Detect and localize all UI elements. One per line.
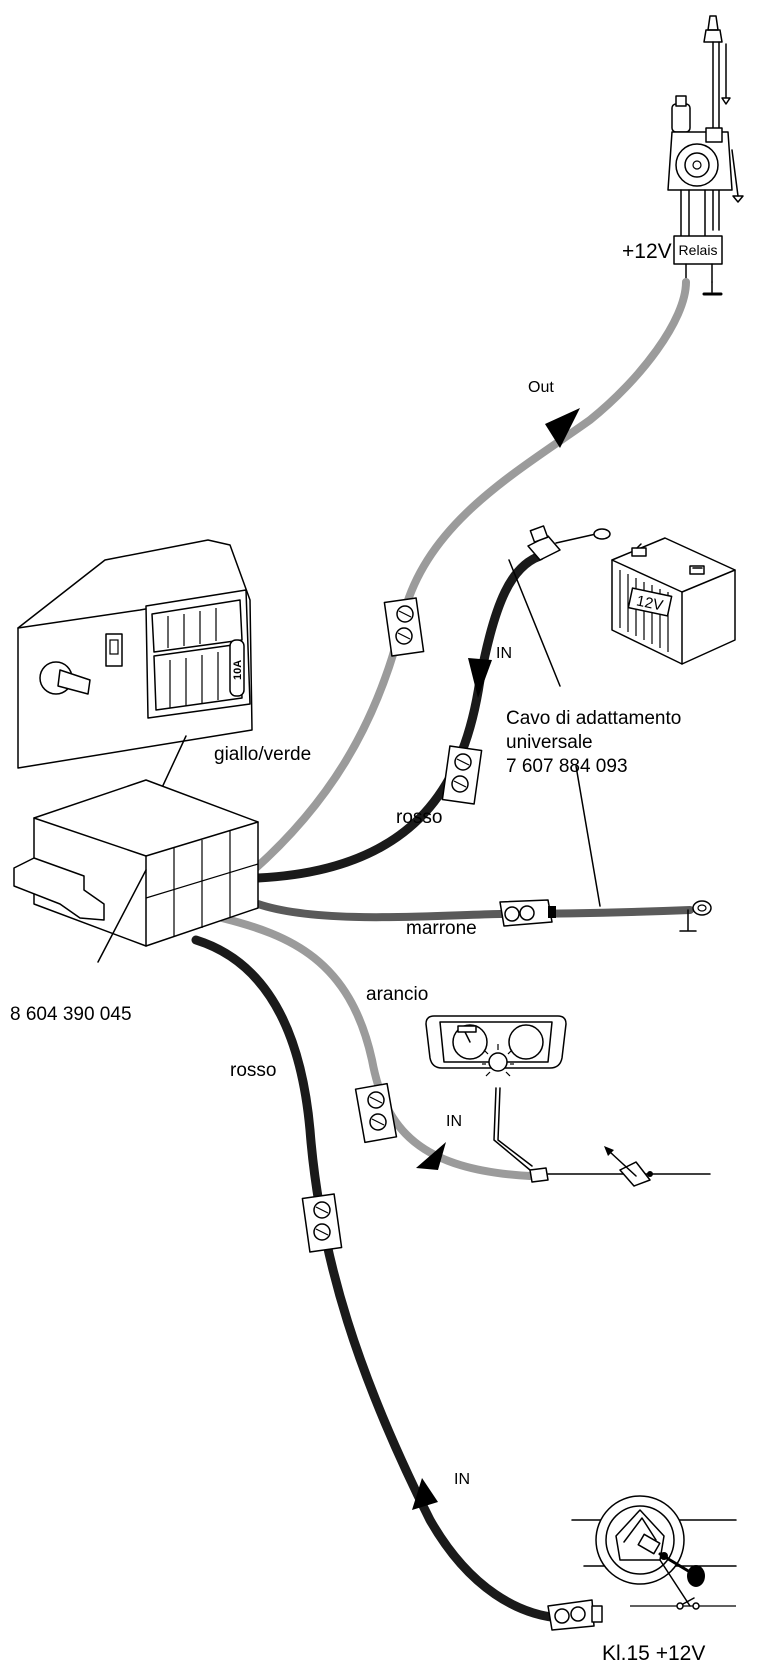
kl15-label: Kl.15 +12V [602,1642,705,1665]
in-dash-label: IN [446,1113,462,1130]
connector-block-icon [354,1082,398,1144]
rosso-lower-label: rosso [230,1060,276,1081]
ground-symbol-icon [679,900,712,932]
out-label: Out [528,379,554,396]
connector-block-icon [383,597,425,657]
key-icon [658,1552,705,1587]
relay-icon: Relais [673,235,723,296]
adapter-box-icon [547,1599,603,1631]
fuse-holder-icon [527,525,611,561]
connector-block-icon [301,1193,343,1253]
dashboard-gauge-icon [425,1015,567,1069]
dimmer-switch-icon [529,1146,711,1187]
wire-rosso-ignition [191,935,565,1623]
in-battery-label: IN [496,645,512,662]
v12-antenna-label: +12V [622,240,672,263]
relais-label: Relais [679,242,718,258]
arrow-out [545,408,580,448]
arancio-label: arancio [366,984,428,1005]
wire-rosso-battery [253,551,545,883]
wire-arancio [218,914,534,1180]
wire-out-antenna [226,278,690,894]
radio-unit-icon: 10A [17,539,253,769]
leader-part-number [97,869,147,963]
leader-cavo-1 [508,559,561,687]
fuse-10a-label: 10A [232,660,244,680]
cavo-label-line1: Cavo di adattamento [506,708,681,729]
cavo-label-line2: universale [506,732,593,753]
battery-12v-label: 12V [635,592,665,614]
harness-connector-icon [13,779,259,947]
marrone-label: marrone [406,918,477,939]
connector-block-icon [441,745,483,805]
in-ignition-label: IN [454,1471,470,1488]
part-number-label: 8 604 390 045 [10,1004,132,1025]
antenna-icon [667,15,744,237]
wire-marrone [254,900,694,922]
cavo-label-line3: 7 607 884 093 [506,756,628,777]
ignition-switch-icon [571,1495,737,1610]
battery-icon: 12V [611,537,736,665]
lamp-icon [482,1044,533,1171]
arrow-in-dash [416,1142,446,1170]
adapter-box-icon [499,899,556,927]
leader-cavo-2 [575,765,601,907]
giallo-verde-label: giallo/verde [214,744,311,765]
arrow-in-ignition [412,1478,438,1510]
rosso-upper-label: rosso [396,807,442,828]
arrow-in-battery [468,658,492,698]
